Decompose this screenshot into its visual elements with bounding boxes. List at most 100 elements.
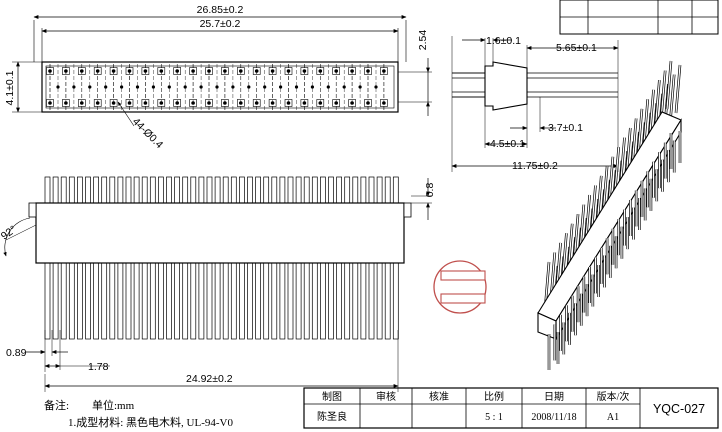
front-pin-bottom (149, 262, 156, 340)
pin-hole (348, 64, 356, 110)
front-pin-top (344, 176, 351, 204)
front-pin-bottom (214, 262, 221, 340)
pin-hole (326, 64, 330, 110)
pin-hole (151, 64, 155, 110)
front-pin-top (125, 176, 132, 204)
front-pin-top (392, 176, 399, 204)
front-pin-bottom (279, 262, 286, 340)
pin-thickness-label: 0.8 (424, 183, 436, 198)
pin-hole (358, 64, 362, 110)
part-number: YQC-027 (653, 402, 705, 416)
front-pin-bottom (190, 262, 197, 340)
front-pin-bottom (311, 262, 318, 340)
front-pin-bottom (198, 262, 205, 340)
front-pin-top (117, 176, 124, 204)
pin-hole (189, 64, 197, 110)
front-pin-top (255, 176, 261, 204)
pin-hole (88, 64, 92, 110)
front-pin-bottom (93, 262, 99, 340)
pin-span-label: 25.7±0.2 (200, 18, 241, 30)
front-view-body (35, 202, 405, 264)
front-pin-top (320, 176, 326, 204)
notes: 备注: 单位:mm 1.成型材料: 黑色电木料, UL-94-V0 (44, 398, 233, 429)
pin-hole (252, 64, 261, 110)
pin-hole (125, 64, 134, 110)
front-pin-bottom (109, 262, 116, 340)
front-pin-top (271, 176, 278, 204)
front-pin-top (287, 176, 294, 204)
front-pin-bottom (166, 262, 172, 340)
pin-hole (173, 64, 181, 110)
front-pin-top (222, 176, 229, 204)
front-pin-top (352, 176, 359, 204)
header-checked: 审核 (376, 390, 396, 403)
front-pin-top (247, 176, 253, 204)
front-pin-bottom (158, 262, 164, 340)
front-pin-top (158, 176, 164, 204)
front-pin-bottom (320, 262, 326, 340)
pin-hole (310, 64, 314, 110)
front-pin-top (303, 176, 310, 204)
header-approved: 核准 (429, 390, 449, 403)
front-pin-top (311, 176, 318, 204)
pin-width-label: 0.89 (6, 347, 27, 359)
front-pin-top (368, 176, 375, 204)
body-height-label: 4.5±0.1 (490, 138, 525, 150)
front-view: 0.8 92° 0.89 1.78 24.92±0.2 (0, 176, 436, 392)
front-pin-top (166, 176, 172, 204)
front-pin-top (230, 176, 237, 204)
value-version: A1 (607, 412, 619, 423)
front-pin-top (109, 176, 116, 204)
front-pin-bottom (239, 262, 245, 340)
pin-hole (342, 64, 346, 110)
notes-unit: 单位:mm (92, 398, 135, 412)
pin-hole (141, 64, 150, 110)
front-pin-top (384, 176, 391, 204)
front-pin-bottom (255, 262, 261, 340)
header-scale: 比例 (484, 390, 504, 403)
front-pin-bottom (44, 262, 51, 340)
pin-hole (263, 64, 267, 110)
notes-material: 1.成型材料: 黑色电木料, UL-94-V0 (68, 415, 233, 429)
pin-hole (199, 64, 203, 110)
front-pin-bottom (117, 262, 124, 340)
front-pin-bottom (60, 262, 67, 340)
pin-tail-length-label: 5.65±0.1 (556, 42, 597, 54)
side-view-housing (484, 61, 528, 111)
angle-label: 92° (0, 224, 19, 243)
front-pin-bottom (295, 262, 302, 340)
front-pin-top (60, 176, 67, 204)
front-pin-bottom (247, 262, 253, 340)
pin-hole (157, 64, 166, 110)
front-pin-top (141, 176, 148, 204)
front-pin-top (68, 176, 75, 204)
front-pin-bottom (230, 262, 237, 340)
body-width-label: 4.1±0.1 (4, 70, 16, 105)
pin-hole (364, 64, 372, 110)
pin-hole (46, 64, 54, 110)
front-pin-bottom (206, 262, 213, 340)
front-pin-top (239, 176, 245, 204)
pin-hole (284, 64, 293, 110)
front-pin-bottom (303, 262, 310, 340)
overall-length-label: 26.85±0.2 (197, 4, 244, 16)
front-pin-bottom (133, 262, 140, 340)
header-drawn-by: 制图 (322, 390, 342, 403)
front-pin-top (279, 176, 286, 204)
notes-heading: 备注: (44, 398, 69, 412)
pin-hole (279, 64, 283, 110)
front-pin-bottom (344, 262, 351, 340)
pin-hole (205, 64, 213, 110)
hole-callout-leader (117, 101, 135, 127)
span-label: 24.92±0.2 (186, 373, 233, 385)
flange-thickness-label: 1.6±0.1 (486, 35, 521, 47)
front-pin-top (328, 176, 334, 204)
front-pin-bottom (328, 262, 334, 340)
front-pin-top (44, 176, 51, 204)
pin-hole (300, 64, 309, 110)
title-block: 制图 审核 核准 比例 日期 版本/次 陈圣良 5 : 1 2008/11/18… (303, 387, 719, 429)
pin-hole (78, 64, 86, 110)
front-pin-top (376, 176, 383, 204)
pin-hole (294, 64, 299, 110)
